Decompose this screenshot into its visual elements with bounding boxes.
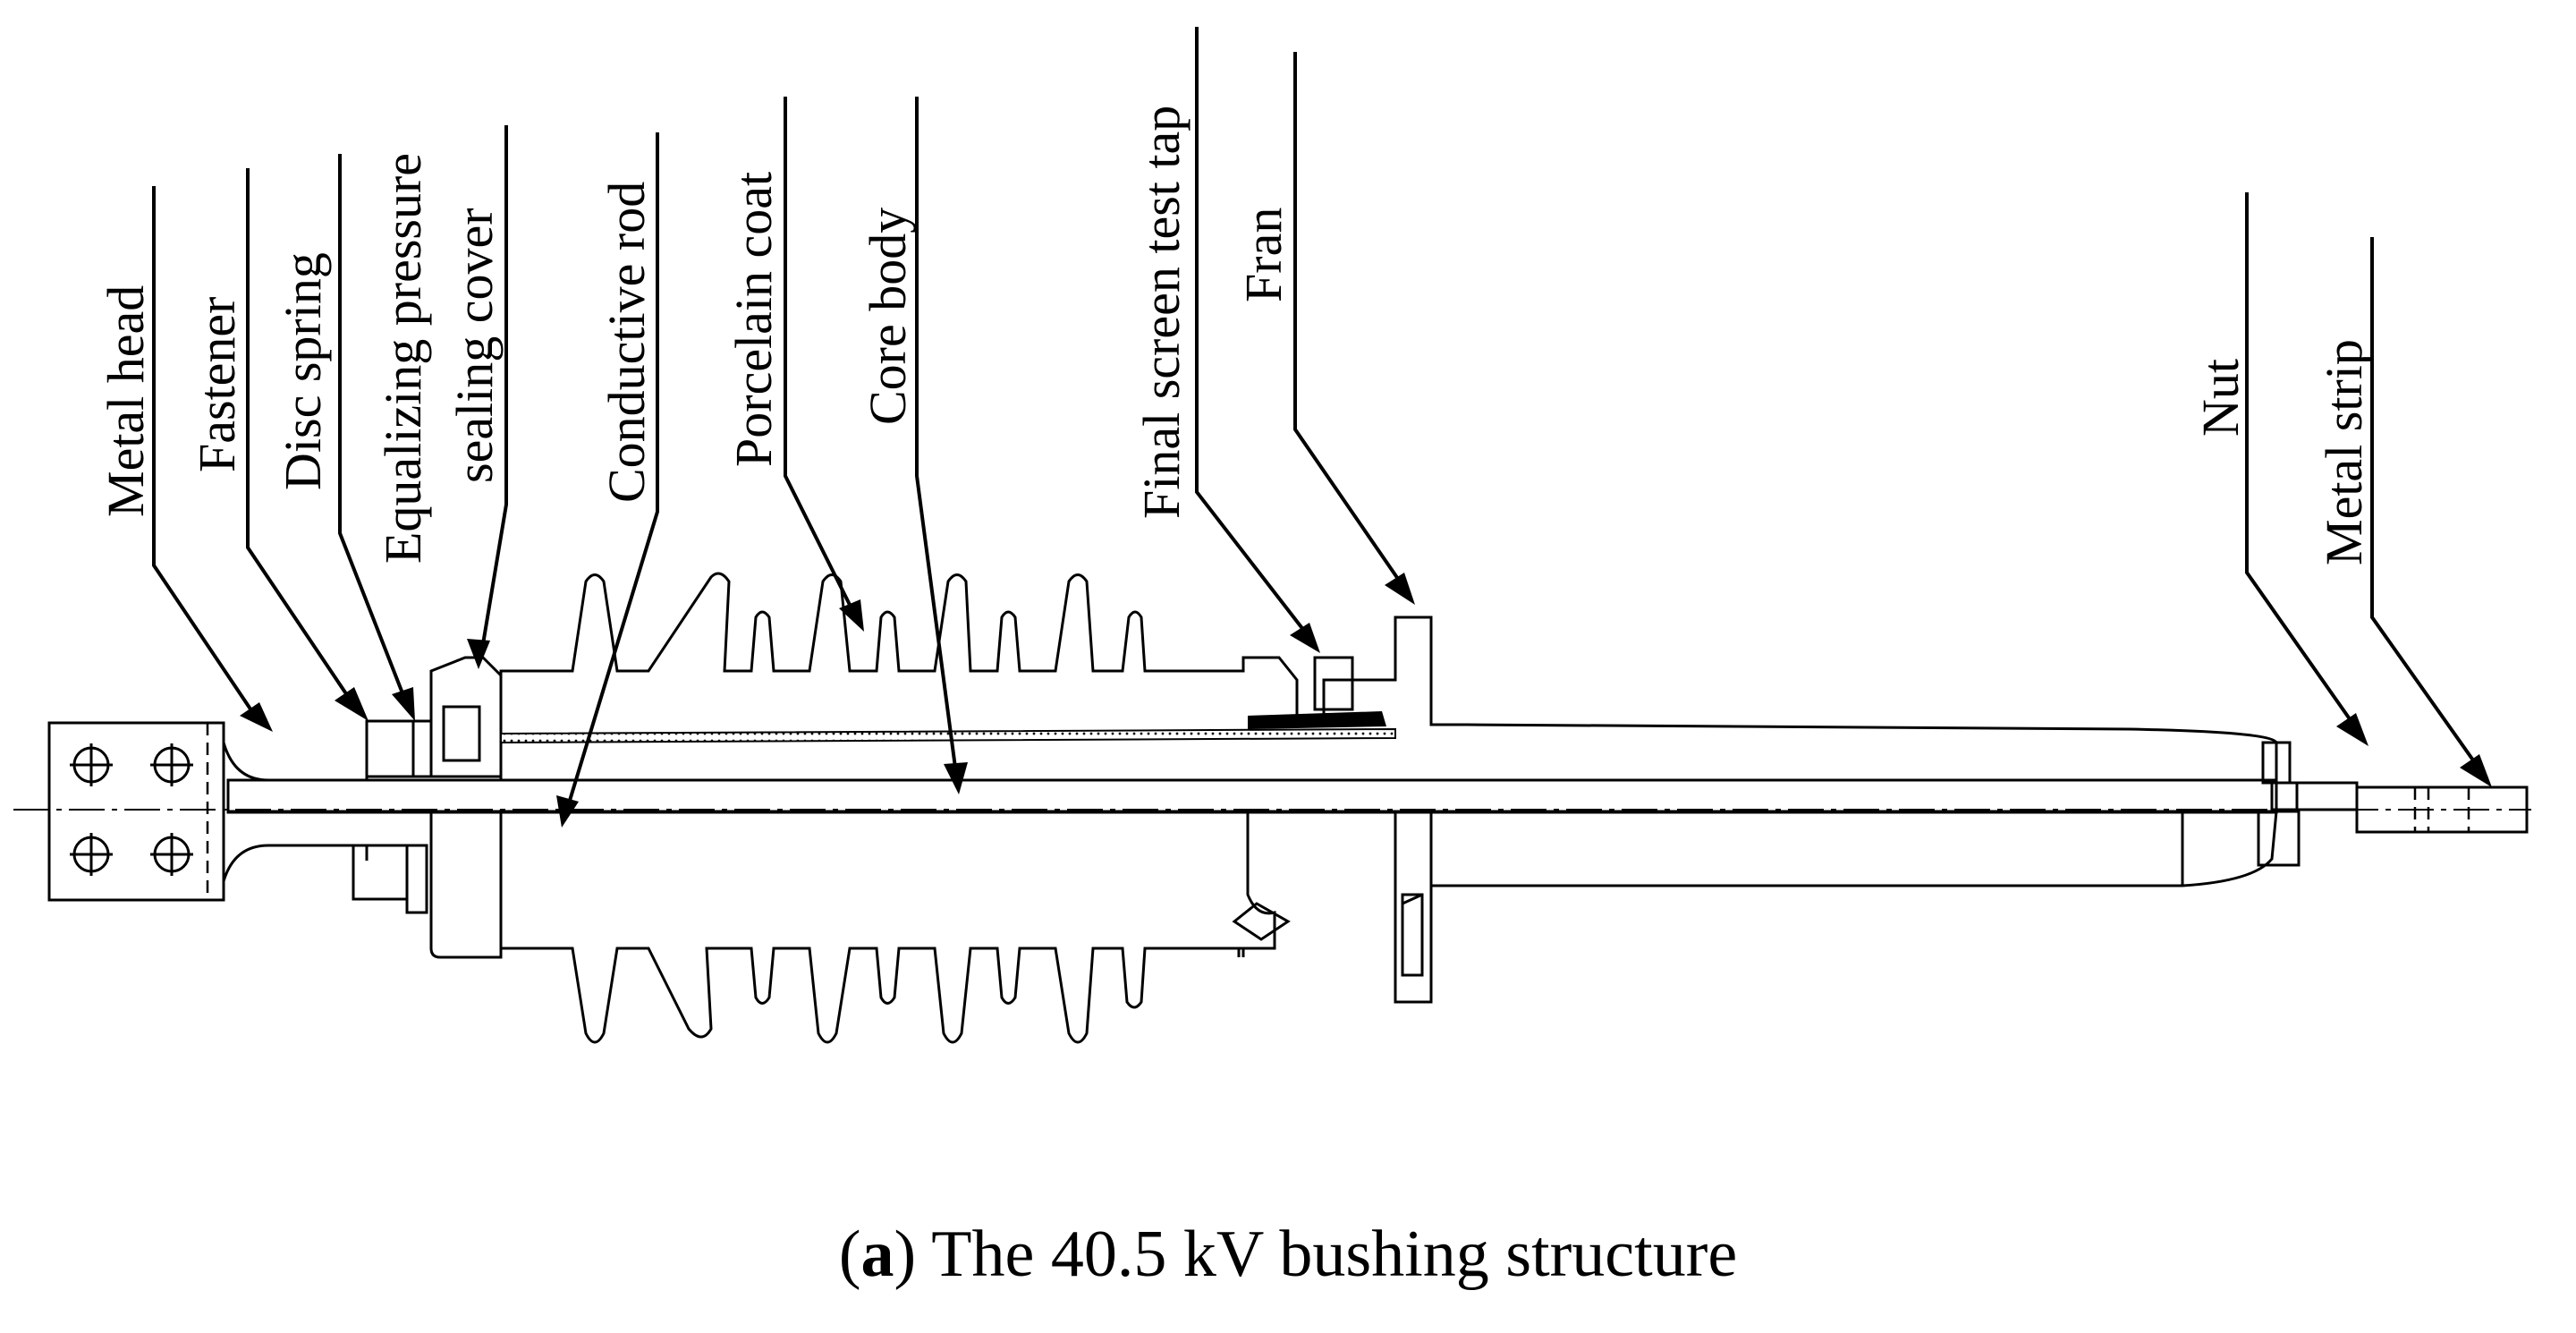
caption-letter: a: [860, 1218, 894, 1291]
label-final-screen-test-tap: Final screen test tap: [1132, 106, 1191, 519]
flange-lower: [1232, 811, 1433, 1004]
label-conductive-rod: Conductive rod: [597, 182, 656, 503]
test-tap-screw: [1313, 656, 1354, 711]
porcelain-coat-upper: [499, 572, 2278, 782]
nut-part: [2257, 741, 2301, 867]
label-metal-strip: Metal strip: [2315, 339, 2373, 565]
label-disc-spring: Disc spring: [274, 252, 332, 490]
caption-text: The 40.5 kV bushing structure: [931, 1218, 1738, 1291]
metal-strip-part: [2275, 781, 2529, 834]
label-sealing-cover: sealing cover: [445, 208, 504, 483]
porcelain-coat-lower: [499, 811, 1245, 1044]
leader-sealing-cover: [467, 125, 508, 669]
leader-fran: [1293, 52, 1415, 605]
lower-fastener: [352, 844, 409, 901]
leader-metal-strip: [2370, 237, 2492, 787]
tail-tube: [1431, 811, 2278, 887]
label-core-body: Core body: [859, 208, 917, 425]
figure-caption: (a) The 40.5 kV bushing structure: [838, 1218, 1738, 1291]
bolt-hole-2: [150, 743, 193, 786]
leader-metal-head: [152, 186, 273, 732]
leader-fastener: [246, 168, 369, 721]
bolt-hole-1: [70, 743, 113, 786]
leader-nut: [2245, 192, 2368, 746]
leader-porcelain-coat: [784, 97, 864, 632]
fastener-block: [365, 719, 415, 778]
tap-band: [1248, 711, 1386, 729]
label-fastener: Fastener: [188, 297, 246, 473]
label-nut: Nut: [2191, 359, 2250, 437]
sealing-cover: [429, 656, 503, 959]
bolt-hole-3: [70, 833, 113, 876]
label-porcelain-coat: Porcelain coat: [724, 172, 783, 467]
leader-conductive-rod: [556, 132, 659, 828]
disc-spring-block: [411, 719, 433, 778]
lower-spring: [405, 844, 428, 914]
core-body-layer: [500, 727, 1396, 744]
label-metal-head: Metal head: [97, 285, 155, 517]
leader-disc-spring: [338, 154, 415, 721]
leader-core-body: [915, 97, 968, 794]
bolt-hole-4: [150, 833, 193, 876]
leader-lines: [152, 27, 2492, 828]
label-equalizing-pressure: Equalizing pressure: [374, 153, 432, 564]
terminal-plate: [47, 721, 369, 902]
leader-final-tap: [1195, 27, 1320, 653]
label-fran: Fran: [1234, 208, 1292, 302]
conductive-rod-section: [226, 778, 2278, 814]
bushing-drawing: [13, 572, 2531, 1044]
part-labels: Metal head Fastener Disc spring Equalizi…: [97, 106, 2373, 565]
